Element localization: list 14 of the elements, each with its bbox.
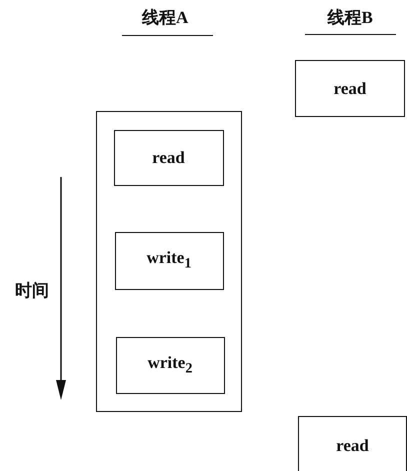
operation-text: read [334,78,366,98]
operation-box [114,232,224,290]
operation-text: write$_{1}$ [146,248,192,273]
operation-text: read [152,148,185,168]
column-heading: 线程B [328,7,373,29]
operation-box [114,130,224,186]
operation-text: read [336,436,369,456]
column-heading: 线程A [142,7,188,29]
axis-label: 时间 [15,280,49,302]
operation-text: write$_{2}$ [148,352,192,378]
thread-box [96,111,242,412]
operation-box [116,336,224,394]
operation-box [295,60,405,117]
operation-box [298,416,407,471]
